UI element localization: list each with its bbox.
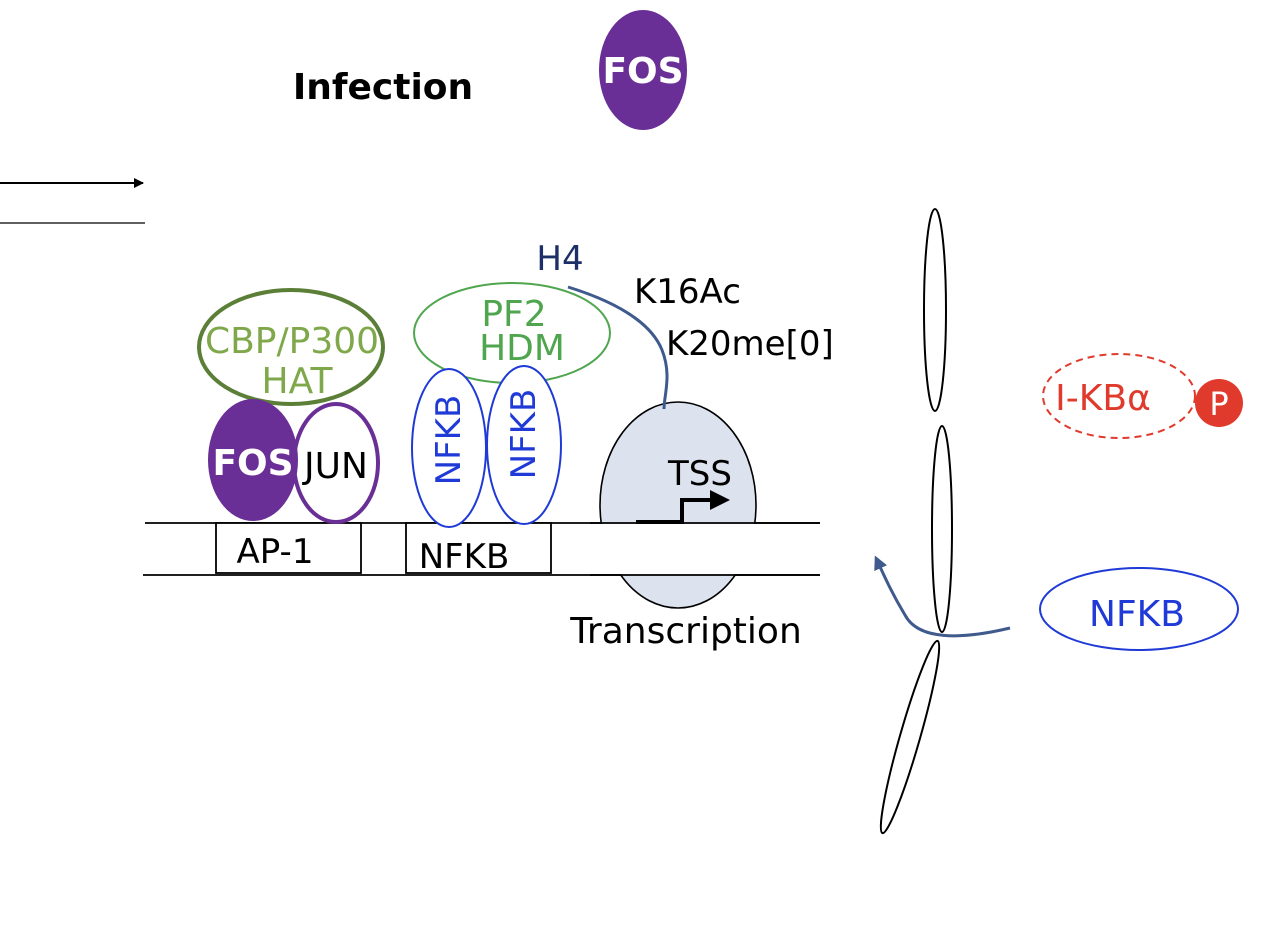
membrane-segment-middle (931, 425, 953, 633)
ikba-label: I-KBα (1055, 378, 1151, 419)
nfkb-cyto-ellipse (1039, 567, 1239, 651)
nfkb-box-label: NFKB (419, 537, 510, 577)
ikba-ellipse (1042, 353, 1196, 439)
ap1-binding-site-box (215, 522, 362, 574)
tss-label: TSS (667, 454, 732, 494)
nfkb-left-label: NFKB (429, 395, 469, 486)
cbp-label-line1: CBP/P300 (205, 321, 379, 362)
pf2-label-line1: PF2 (481, 294, 546, 335)
jun-label: JUN (302, 446, 368, 487)
cbp-p300-hat-ellipse (197, 288, 385, 406)
phospho-label: P (1209, 385, 1228, 423)
tss-nucleosome (599, 401, 757, 609)
nucleosome-gap (590, 524, 770, 574)
fos-label: FOS (212, 443, 293, 484)
pf2-label-line2: HDM (479, 328, 565, 369)
membrane-segment-bottom (879, 639, 941, 835)
fos-ellipse (208, 399, 298, 521)
nfkb-right-label: NFKB (504, 389, 544, 480)
ap1-box-label: AP-1 (237, 532, 314, 572)
infection-label: Infection (293, 67, 473, 108)
transcription-label: Transcription (569, 611, 802, 652)
cbp-label-line2: HAT (262, 361, 334, 402)
k20me-label: K20me[0] (666, 324, 834, 364)
fos-top-circle (599, 10, 687, 130)
phospho-circle (1195, 379, 1243, 427)
k16ac-label: K16Ac (634, 272, 741, 312)
h4-label: H4 (536, 239, 583, 279)
nfkb-right-ellipse (486, 365, 562, 525)
h4-tail-curve (567, 285, 669, 410)
tss-arrow-icon (636, 498, 716, 524)
fos-top-label: FOS (602, 51, 683, 92)
nfkb-translocation-arrow (874, 555, 1011, 638)
tss-arrowhead-icon (710, 490, 730, 510)
nfkb-cyto-label: NFKB (1089, 594, 1185, 635)
nfkb-left-ellipse (411, 368, 487, 528)
nfkb-binding-site-box (405, 522, 552, 574)
membrane-segment-top (923, 208, 947, 412)
